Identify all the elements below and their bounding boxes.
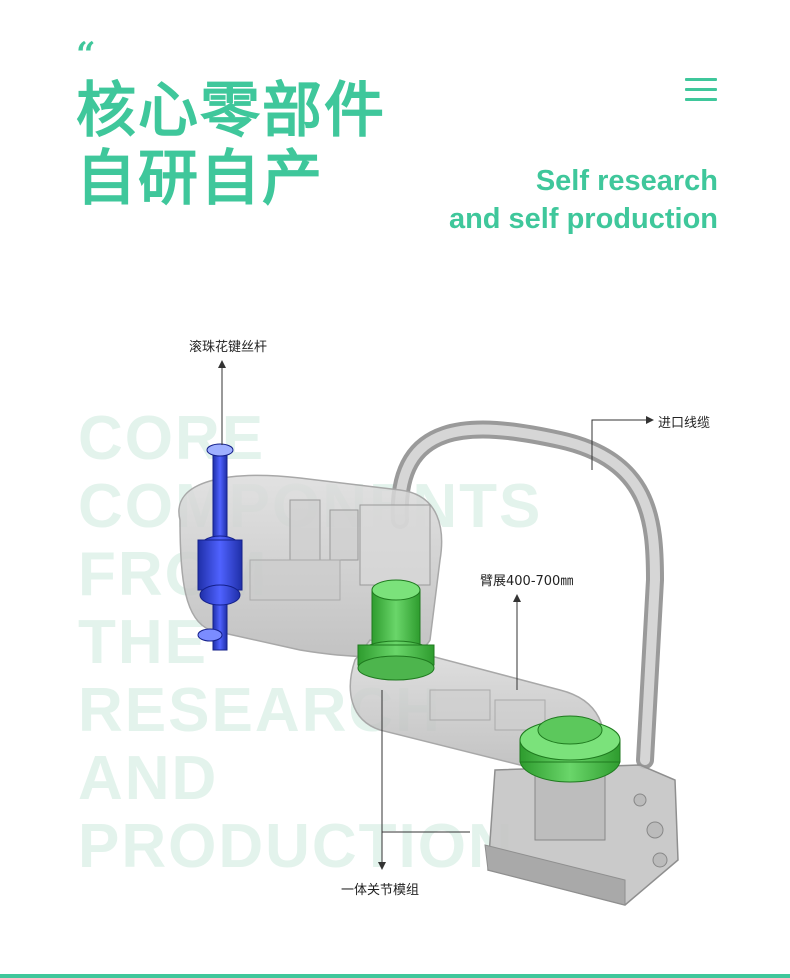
watermark-line: AND [78,744,219,813]
label-arm-span: 臂展400-700㎜ [480,574,574,589]
watermark-line: PRODUCTION [78,812,515,881]
subtitle-line2: and self production [448,203,718,235]
quote-mark: “ [76,35,96,75]
elbow-joint-module [357,579,435,681]
cable [390,420,665,769]
page-title-line2: 自研自产 [76,144,324,214]
ball-spline-screw [197,443,243,651]
label-cable: 进口线缆 [658,416,711,431]
watermark-line: CORE [78,404,266,473]
base-joint-module [519,715,621,841]
label-joint-module: 一体关节模组 [341,883,420,898]
callout-lines [218,360,654,870]
bottom-accent-bar [0,974,790,978]
hamburger-menu-icon[interactable] [685,78,717,108]
label-ball-spline: 滚珠花键丝杆 [189,340,268,355]
page-title-line1: 核心零部件 [76,76,386,146]
subtitle-line1: Self research [535,165,718,197]
watermark-line: THE [78,608,208,677]
